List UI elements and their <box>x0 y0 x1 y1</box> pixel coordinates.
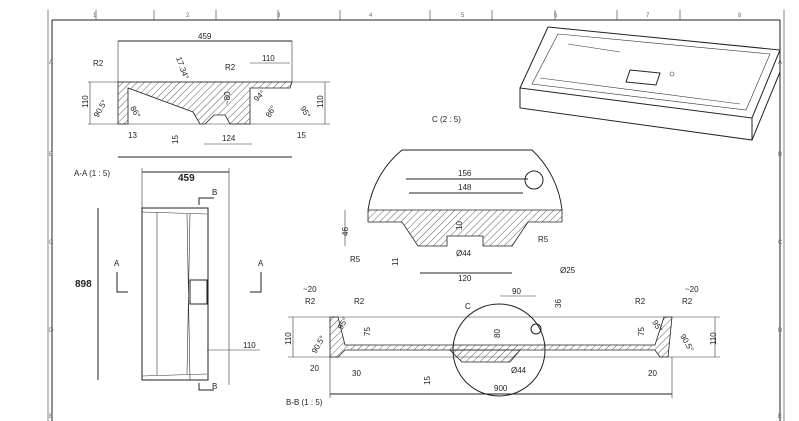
dim-radius-right: R2 <box>225 63 236 72</box>
dim-height-left: 110 <box>284 332 293 345</box>
dim-depth-center: 80 <box>493 329 502 338</box>
dim-floor: 15 <box>171 135 180 144</box>
dim-overflow-x: 90 <box>512 287 521 296</box>
dim-lip-left: ~20 <box>303 285 317 294</box>
dim-height-left: 110 <box>81 95 90 108</box>
dim-drain-dia: Ø44 <box>456 249 472 258</box>
dim-depth: ~80 <box>223 91 232 105</box>
dim-right-top: 110 <box>262 54 275 63</box>
dim-angle-right-inner: 86° <box>264 104 278 119</box>
zone-column: 3 <box>277 13 281 19</box>
detail-c-marker: C <box>465 302 471 311</box>
dim-angle-right-outer: 95° <box>298 105 312 120</box>
section-marker-b-top: B <box>212 188 217 197</box>
dim-outer: 156 <box>458 169 472 178</box>
dim-rib: 30 <box>352 369 361 378</box>
dim-slope-angle: 17.34° <box>174 56 190 81</box>
dim-lip-right: ~20 <box>685 285 699 294</box>
dim-width: 459 <box>198 32 212 41</box>
zone-row: D <box>778 328 783 334</box>
dim-radius-1: R2 <box>305 297 316 306</box>
zone-row: D <box>49 328 54 334</box>
dim-overflow-dia: Ø25 <box>560 266 576 275</box>
dim-plan-edge: 110 <box>243 341 256 350</box>
dim-inner: 148 <box>458 183 472 192</box>
dim-drain-width: 124 <box>222 134 236 143</box>
zone-row: C <box>49 240 54 246</box>
zone-row: E <box>778 414 782 420</box>
zone-row: C <box>778 240 783 246</box>
dim-angle-left-bottom: 90.5° <box>310 334 327 355</box>
sheet-frame <box>47 10 785 421</box>
plan-view: A-A (1 : 5) 459 898 110 B B A A <box>74 168 264 391</box>
dim-angle-right-bottom: 90.5° <box>678 333 695 354</box>
dim-floor: 15 <box>423 376 432 385</box>
dim-inner-left: 75 <box>363 327 372 336</box>
zone-columns: 1 2 3 4 5 6 7 8 <box>93 13 742 19</box>
dim-length: 900 <box>494 384 508 393</box>
section-marker-a-left: A <box>114 259 120 268</box>
dim-radius-right: R5 <box>538 235 549 244</box>
dim-angle-left-inner: 86° <box>128 105 142 120</box>
section-b-b: B-B (1 : 5) C Ø25 90 36 80 ~20 ~20 R2 R2… <box>284 266 720 407</box>
dim-overflow-y: 36 <box>554 299 563 308</box>
dim-thickness: 10 <box>455 221 464 230</box>
zone-row: B <box>49 152 53 158</box>
section-a-a: 459 110 110 110 R2 R2 17.34° ~80 90.5° 8… <box>81 32 330 158</box>
dim-radius-left: R5 <box>350 255 361 264</box>
dim-plan-length: 898 <box>75 279 92 290</box>
zone-column: 1 <box>93 13 97 19</box>
zone-row: B <box>778 152 782 158</box>
dim-angle-mid: 94° <box>252 88 267 103</box>
zone-column: 8 <box>738 13 742 19</box>
dim-radius-2: R2 <box>354 297 365 306</box>
zone-column: 6 <box>554 13 558 19</box>
dim-plan-width: 459 <box>178 173 195 184</box>
dim-radius-left: R2 <box>93 59 104 68</box>
dim-base: 120 <box>458 274 472 283</box>
dim-wall-right: 15 <box>297 131 306 140</box>
zone-column: 4 <box>369 13 373 19</box>
zone-column: 7 <box>646 13 650 19</box>
dim-radius-3: R2 <box>635 297 646 306</box>
dim-offset: 11 <box>391 257 400 266</box>
dim-angle-left-outer: 90.5° <box>92 98 109 119</box>
dim-radius-4: R2 <box>682 297 693 306</box>
dim-wall-right: 20 <box>648 369 657 378</box>
section-a-a-label: A-A (1 : 5) <box>74 169 110 178</box>
detail-c: C (2 : 5) 156 148 10 46 R5 R5 11 Ø44 120 <box>341 115 563 283</box>
section-marker-b-bottom: B <box>212 382 217 391</box>
dim-wall-left: 13 <box>128 131 137 140</box>
zone-row: E <box>49 414 53 420</box>
dim-height: 46 <box>341 227 350 236</box>
section-marker-a-right: A <box>258 259 264 268</box>
dim-inner-right: 75 <box>637 327 646 336</box>
detail-c-label: C (2 : 5) <box>432 115 461 124</box>
dim-height-right: 110 <box>709 332 718 345</box>
dim-drain-dia: Ø44 <box>511 366 527 375</box>
zone-column: 2 <box>186 13 190 19</box>
dim-height-right: 110 <box>316 95 325 108</box>
isometric-view <box>519 26 781 141</box>
section-b-b-label: B-B (1 : 5) <box>286 398 323 407</box>
zone-row: A <box>49 60 53 66</box>
dim-wall-left: 20 <box>310 364 319 373</box>
zone-column: 5 <box>461 13 465 19</box>
